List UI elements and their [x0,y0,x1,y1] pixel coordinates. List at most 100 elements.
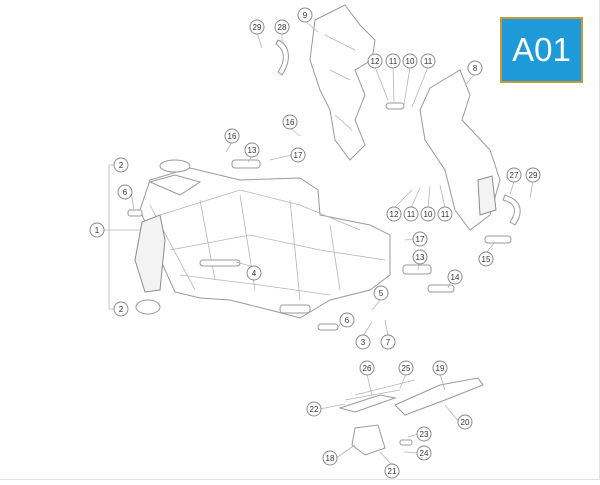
callout-label: 7 [386,338,391,347]
callout-circle [282,114,298,130]
callout-circle [274,19,290,35]
callout-label: 11 [441,210,450,219]
callout-circle [306,401,322,417]
callout-circle [367,53,383,69]
callout-label: 12 [371,57,380,66]
callout-circle [113,157,129,173]
callout-label: 14 [451,273,460,282]
callout-circle [297,7,313,23]
callout-circle [402,53,418,69]
callout-label: 21 [388,467,397,476]
callout-12: 12 [367,53,383,69]
callout-label: 18 [326,454,335,463]
callout-label: 13 [416,253,425,262]
callout-circle [117,184,133,200]
callout-label: 11 [389,57,398,66]
callout-18: 18 [322,450,338,466]
callout-label: 4 [252,269,257,278]
callout-6: 6 [339,312,355,328]
callout-circle [246,265,262,281]
callout-circle [359,360,375,376]
rubber-2-top [159,159,191,173]
leader-lines [102,20,534,466]
callout-label: 22 [310,405,319,414]
callout-label: 11 [407,210,416,219]
callout-label: 26 [363,364,372,373]
bracket-8 [419,69,501,231]
callout-3: 3 [355,334,371,350]
callout-label: 10 [406,57,415,66]
callout-circle [525,167,541,183]
callout-label: 2 [119,305,124,314]
callout-label: 27 [510,171,519,180]
callout-circle [224,128,240,144]
callout-label: 9 [303,11,308,20]
callout-28: 28 [274,19,290,35]
callout-circle [244,142,260,158]
callout-14: 14 [447,269,463,285]
callout-16: 16 [282,114,298,130]
callout-17: 17 [412,231,428,247]
callout-label: 24 [420,449,429,458]
callout-21: 21 [384,463,400,479]
callout-circle [420,53,436,69]
callout-circle [403,206,419,222]
callout-5: 5 [373,285,389,301]
callout-16: 16 [224,128,240,144]
callout-label: 3 [361,338,366,347]
callout-11: 11 [385,53,401,69]
callout-circle [416,445,432,461]
callout-label: 1 [95,226,100,235]
callout-circle [412,231,428,247]
callout-label: 16 [286,118,295,127]
callout-label: 17 [416,235,425,244]
callout-circle [412,249,428,265]
callout-label: 6 [345,316,350,325]
rubber-2-bottom [135,299,161,315]
callout-27: 27 [506,167,522,183]
callout-6: 6 [117,184,133,200]
callout-11: 11 [420,53,436,69]
callout-circle [437,206,453,222]
callout-circle [380,334,396,350]
callout-label: 28 [278,23,287,32]
callout-9: 9 [297,7,313,23]
callout-circle [457,414,473,430]
callout-10: 10 [402,53,418,69]
callout-2: 2 [113,301,129,317]
side-stand [338,377,484,456]
callout-label: 19 [436,364,445,373]
page-code-badge: A01 [500,17,583,83]
callout-7: 7 [380,334,396,350]
callout-circle [290,147,306,163]
callout-circle [355,334,371,350]
callout-label: 10 [424,210,433,219]
callout-label: 6 [123,188,128,197]
callout-label: 12 [390,210,399,219]
callout-23: 23 [416,426,432,442]
callout-label: 15 [482,255,491,264]
callout-circle [506,167,522,183]
callout-circle [447,269,463,285]
callout-circle [249,19,265,35]
callout-label: 11 [424,57,433,66]
callout-4: 4 [246,265,262,281]
callout-circle [398,360,414,376]
callout-1: 1 [89,222,105,238]
bracket-9 [309,4,376,161]
clip-27 [502,194,521,226]
callout-circle [478,251,494,267]
callout-circle [89,222,105,238]
clip-28 [275,39,289,76]
callout-label: 16 [228,132,237,141]
callout-label: 23 [420,430,429,439]
bolts [127,102,512,446]
callout-circle [373,285,389,301]
main-frame [134,167,391,319]
callout-13: 13 [244,142,260,158]
callout-circle [386,206,402,222]
callout-label: 2 [119,161,124,170]
callout-label: 5 [379,289,384,298]
